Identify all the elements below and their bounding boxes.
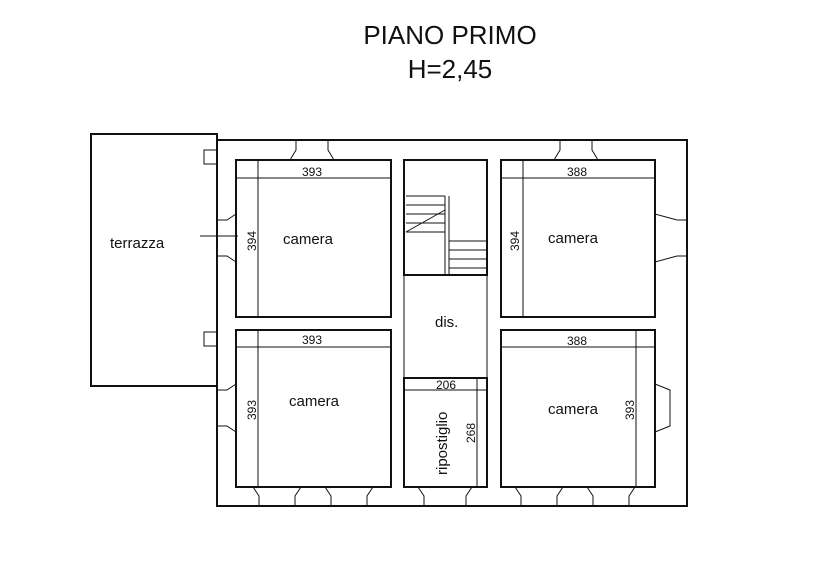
ceiling-height: H=2,45 [407, 54, 493, 84]
dim-tl-width: 393 [302, 165, 322, 179]
room-top-right-label: camera [548, 230, 599, 247]
terrace-outline [90, 133, 218, 387]
room-bottom-left-label: camera [289, 393, 340, 410]
terrace-label: terrazza [110, 235, 165, 252]
plan-title: PIANO PRIMO [363, 20, 537, 50]
window-openings [203, 139, 688, 507]
room-bottom-right-label: camera [548, 401, 599, 418]
storage-label: ripostiglio [434, 412, 451, 475]
hall-label: dis. [435, 314, 458, 331]
dim-br-height: 393 [623, 400, 637, 420]
dimension-lines [236, 160, 655, 487]
dim-tr-height: 394 [508, 231, 522, 251]
dim-tr-width: 388 [567, 165, 587, 179]
stairs [405, 195, 487, 275]
dim-storage-width: 206 [436, 378, 456, 392]
dim-bl-width: 393 [302, 333, 322, 347]
dim-bl-height: 393 [245, 400, 259, 420]
room-top-left-label: camera [283, 231, 334, 248]
dim-br-width: 388 [567, 334, 587, 348]
dim-tl-height: 394 [245, 231, 259, 251]
dim-storage-height: 268 [464, 423, 478, 443]
